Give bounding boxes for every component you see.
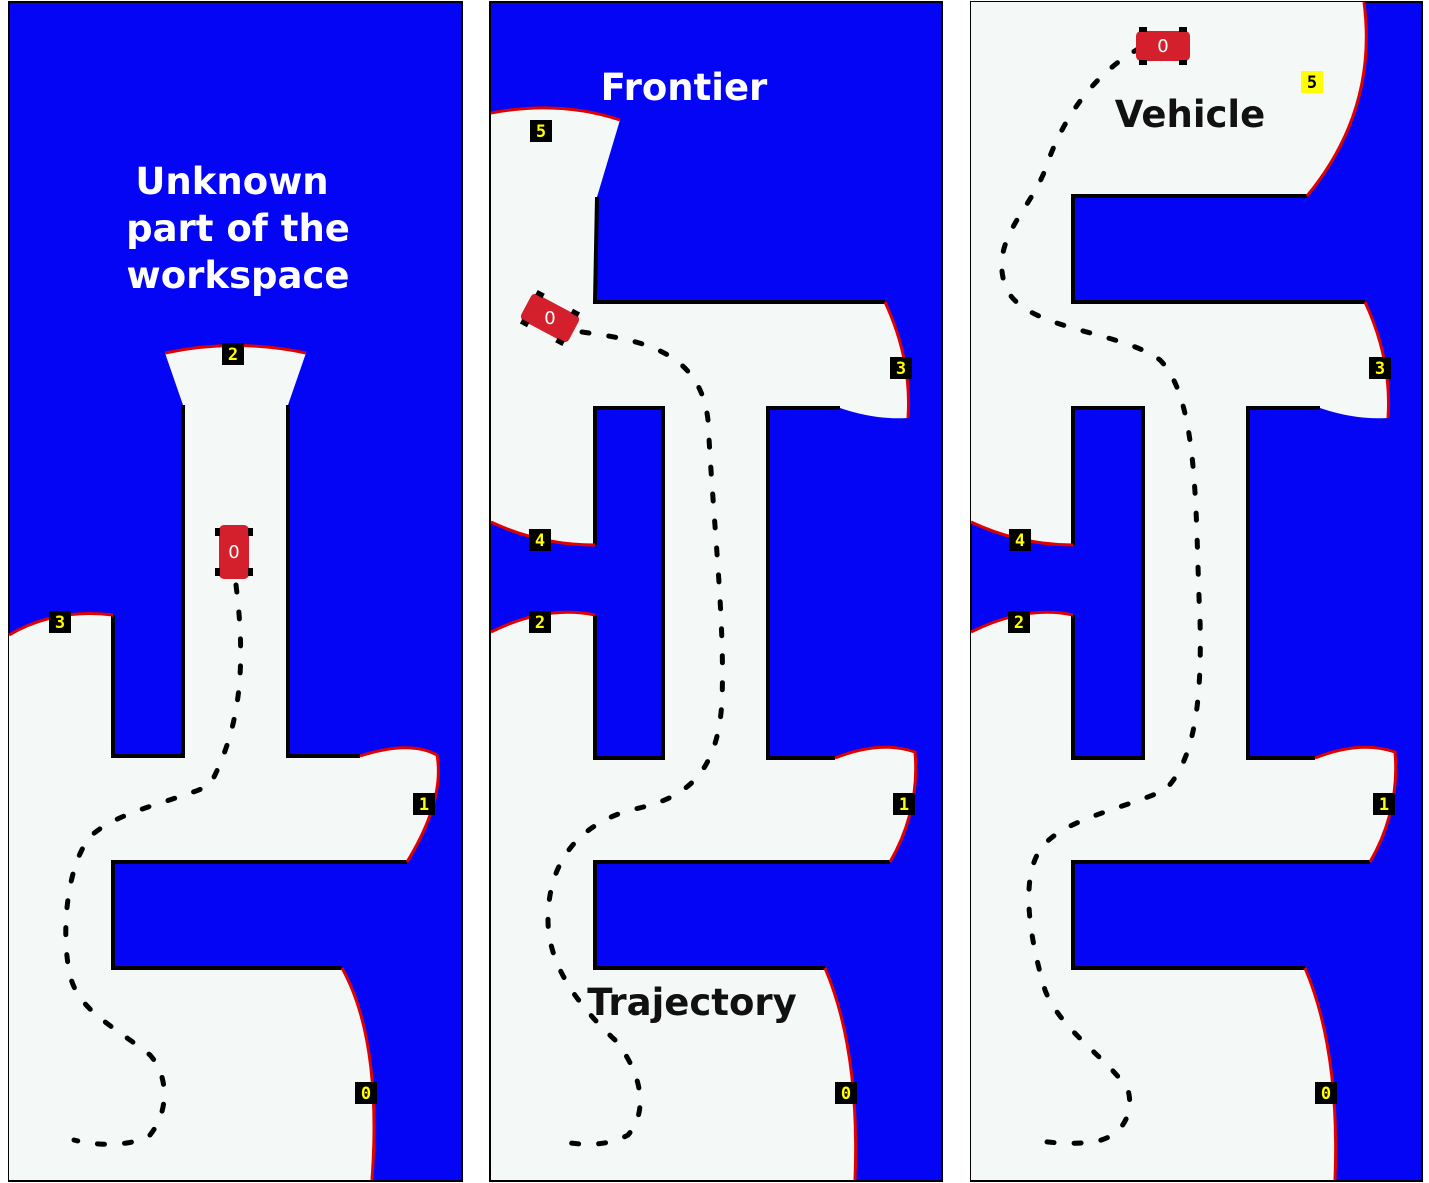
frontier-tag: 0 (355, 1082, 377, 1104)
frontier-tag: 2 (222, 343, 244, 365)
trajectory-label: Trajectory (587, 981, 797, 1024)
trajectory (999, 45, 1203, 1146)
svg-text:3: 3 (1375, 359, 1385, 379)
unknown-label-line3: workspace (127, 254, 350, 297)
svg-text:4: 4 (1015, 531, 1025, 551)
frontier-tag: 0 (835, 1082, 857, 1104)
svg-text:4: 4 (535, 531, 545, 551)
vehicle-label: 0 (1157, 36, 1168, 57)
frontier-tag: 0 (1315, 1082, 1337, 1104)
panel-1: 0 0 1 2 3 Unknown part of the workspace (8, 1, 463, 1182)
frontier-tag: 3 (890, 357, 912, 379)
frontier-tag: 2 (1008, 611, 1030, 633)
explored-free-space (491, 107, 916, 1180)
vehicle: 0 (519, 289, 581, 347)
svg-text:0: 0 (361, 1084, 371, 1104)
vehicle-label-annotation: Vehicle (1115, 93, 1265, 136)
explored-free-space (971, 2, 1396, 1180)
walls (1071, 194, 1370, 970)
unknown-label-line1: Unknown (135, 160, 328, 203)
svg-text:5: 5 (536, 122, 546, 142)
vehicle-label: 0 (544, 308, 555, 329)
trajectory (63, 582, 244, 1147)
vehicle-body (1136, 31, 1190, 61)
svg-text:1: 1 (1379, 795, 1389, 815)
frontier-tag: 3 (49, 611, 71, 633)
svg-text:2: 2 (1014, 613, 1024, 633)
vehicle: 0 (215, 525, 253, 579)
unknown-label-line2: part of the (126, 207, 350, 250)
trajectory (545, 329, 725, 1147)
frontier-label: Frontier (601, 66, 768, 109)
frontier-tag: 3 (1369, 357, 1391, 379)
vehicle-label: 0 (228, 542, 239, 563)
svg-text:0: 0 (841, 1084, 851, 1104)
svg-text:1: 1 (419, 795, 429, 815)
svg-text:5: 5 (1307, 73, 1317, 93)
frontier-tag: 1 (1373, 793, 1395, 815)
panel-3: 0 0 1 2 3 4 5 Vehicle (970, 1, 1423, 1182)
walls (111, 405, 407, 970)
svg-text:3: 3 (55, 613, 65, 633)
svg-text:1: 1 (899, 795, 909, 815)
explored-free-space (9, 345, 439, 1180)
svg-text:0: 0 (1321, 1084, 1331, 1104)
frontier-tag: 4 (529, 529, 551, 551)
frontier-tag: 4 (1009, 529, 1031, 551)
vehicle: 0 (1136, 27, 1190, 65)
svg-text:2: 2 (535, 613, 545, 633)
svg-text:2: 2 (228, 345, 238, 365)
frontier-tag: 5 (1301, 71, 1323, 93)
walls (592, 196, 890, 970)
frontier-tag: 2 (529, 611, 551, 633)
vehicle-body (219, 525, 249, 579)
svg-text:3: 3 (896, 359, 906, 379)
frontier-tag: 5 (530, 120, 552, 142)
frontier-tag: 1 (893, 793, 915, 815)
panel-2: 0 0 1 2 3 4 5 Frontier Trajectory (489, 1, 943, 1182)
vehicle-body (520, 293, 580, 343)
frontier-tag: 1 (413, 793, 435, 815)
